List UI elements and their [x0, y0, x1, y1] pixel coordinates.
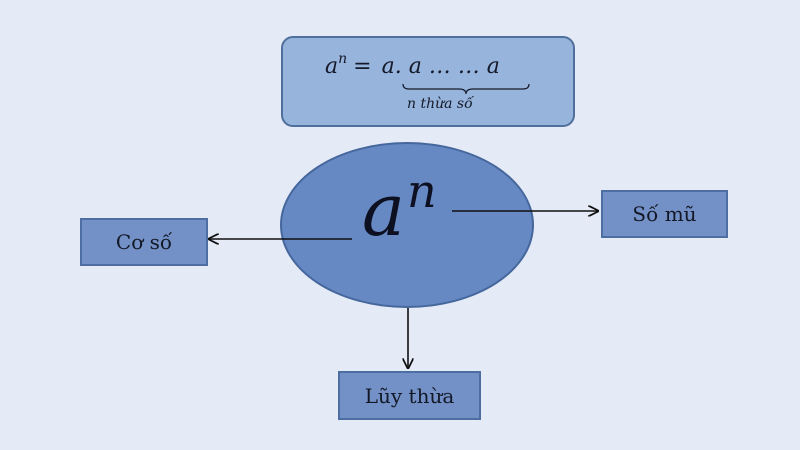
- exponent-label-box: Số mũ: [601, 190, 728, 238]
- exponent-label: Số mũ: [632, 202, 697, 226]
- formula-equals: =: [353, 54, 372, 79]
- formula-product: a. a … … a: [381, 54, 500, 79]
- formula-exponent: n: [338, 51, 348, 67]
- base-label-box: Cơ số: [80, 218, 208, 266]
- formula-base: a: [325, 54, 339, 79]
- center-exponent: n: [406, 164, 437, 218]
- power-label: Lũy thừa: [364, 383, 455, 408]
- power-label-box: Lũy thừa: [338, 371, 481, 420]
- underbrace: [402, 83, 530, 95]
- brace-label: n thừa số: [407, 96, 473, 112]
- center-power-expression: an: [362, 168, 437, 246]
- center-base: a: [362, 168, 405, 252]
- base-label: Cơ số: [115, 230, 173, 254]
- center-ellipse: [280, 142, 534, 308]
- formula-box: an = a. a … … a n thừa số: [281, 36, 575, 127]
- formula-expression: an = a. a … … a: [325, 51, 500, 79]
